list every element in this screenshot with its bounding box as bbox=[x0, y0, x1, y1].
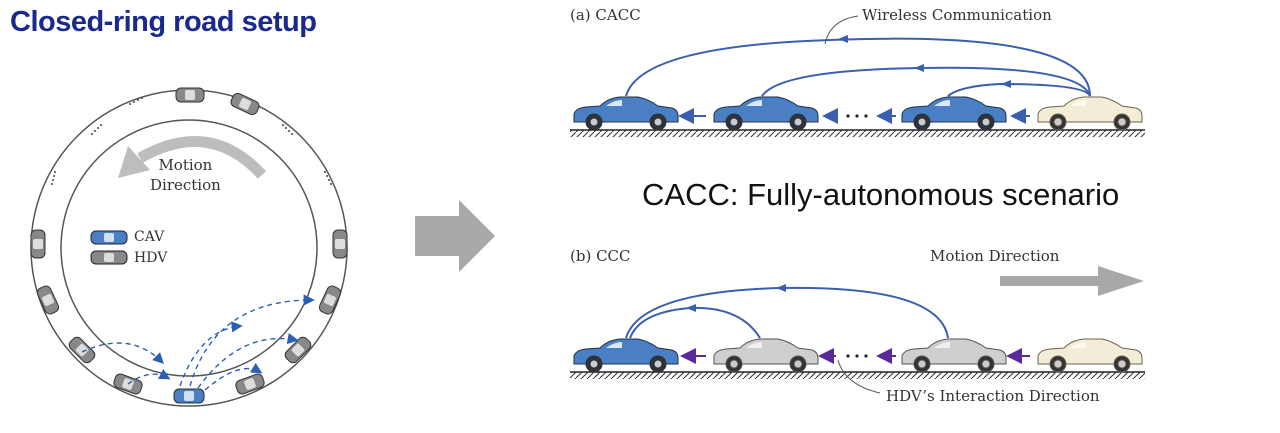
ring-hdv-car bbox=[68, 336, 96, 364]
hdv-interaction-label: HDV’s Interaction Direction bbox=[886, 387, 1100, 405]
ccc-wireless-links bbox=[625, 286, 949, 339]
ccc-cars bbox=[573, 338, 1143, 373]
cav-car bbox=[901, 96, 1007, 131]
ring-hdv-car bbox=[30, 229, 46, 259]
road-surface-a bbox=[570, 130, 1145, 137]
legend-hdv-label: HDV bbox=[134, 250, 168, 266]
ring-hdv-car bbox=[318, 285, 342, 315]
ring-hdv-car bbox=[230, 92, 260, 116]
transition-arrow bbox=[415, 200, 495, 272]
legend-cav-label: CAV bbox=[134, 229, 165, 245]
ring-motion-arrow bbox=[137, 136, 267, 179]
wireless-communication-label: Wireless Communication bbox=[862, 6, 1052, 24]
ccc-link-arrowheads bbox=[686, 284, 786, 312]
ring-cav-car bbox=[173, 388, 205, 404]
interaction-label-leader bbox=[837, 359, 881, 394]
cacc-link-arrowheads bbox=[838, 35, 1011, 88]
lead-car bbox=[1037, 338, 1143, 373]
ring-motion-label: Motion Direction bbox=[150, 155, 221, 195]
ccc-ellipsis bbox=[846, 354, 868, 358]
hdv-car bbox=[901, 338, 1007, 373]
ring-cars bbox=[30, 87, 348, 404]
ring-motion-arrowhead bbox=[118, 146, 150, 178]
ring-dashed-arrows bbox=[81, 294, 315, 391]
legend-hdv-icon bbox=[90, 250, 128, 265]
cacc-ellipsis bbox=[846, 114, 868, 118]
cacc-cars bbox=[573, 96, 1143, 131]
ring-hdv-car bbox=[36, 285, 60, 315]
cacc-wireless-links bbox=[625, 37, 1091, 97]
ccc-motion-arrow bbox=[1000, 266, 1144, 296]
ring-hdv-car bbox=[235, 373, 265, 395]
page-title: Closed-ring road setup bbox=[10, 6, 317, 38]
legend-cav-icon bbox=[90, 230, 128, 245]
panel-a-label: (a) CACC bbox=[570, 6, 641, 24]
ring-hdv-car bbox=[175, 87, 205, 103]
cav-car bbox=[573, 338, 679, 373]
wireless-label-leader bbox=[824, 15, 859, 45]
cav-car bbox=[573, 96, 679, 131]
cacc-caption: CACC: Fully-autonomous scenario bbox=[642, 177, 1120, 212]
panel-b-label: (b) CCC bbox=[570, 247, 631, 265]
cav-car bbox=[713, 96, 819, 131]
ccc-motion-direction-label: Motion Direction bbox=[930, 247, 1060, 265]
ring-hdv-car bbox=[284, 336, 312, 364]
hdv-car bbox=[713, 338, 819, 373]
lead-car bbox=[1037, 96, 1143, 131]
ring-motion-line2: Direction bbox=[150, 176, 221, 194]
ring-hdv-car bbox=[113, 373, 143, 395]
ring-hdv-car bbox=[332, 229, 348, 259]
ring-ellipsis-dots bbox=[51, 97, 332, 185]
ring-motion-line1: Motion bbox=[158, 156, 213, 174]
road-surface-b bbox=[570, 372, 1145, 379]
